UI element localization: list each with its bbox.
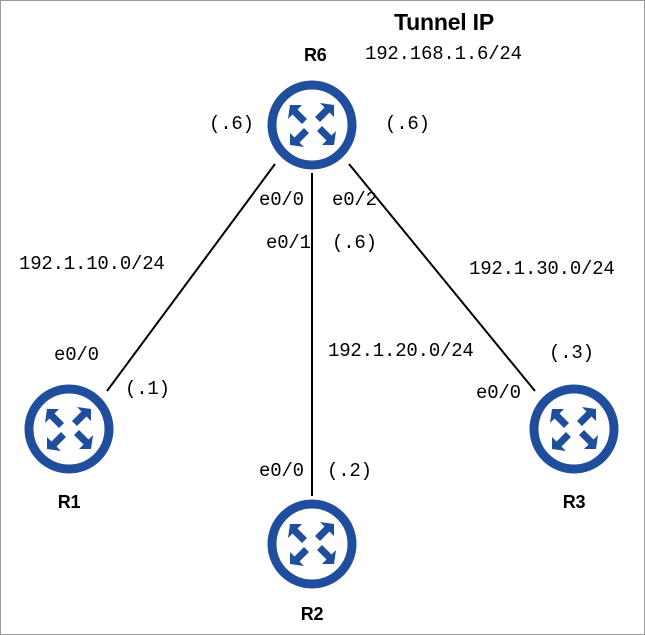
router-label-r3: R3 bbox=[562, 492, 586, 512]
router-node-r1[interactable] bbox=[21, 381, 117, 477]
link-r6-r1 bbox=[106, 163, 276, 392]
r6-interface-left-label: e0/0 bbox=[259, 189, 304, 211]
r3-interface-label: e0/0 bbox=[476, 382, 521, 404]
tunnel-ip-value: 192.168.1.6/24 bbox=[365, 43, 522, 65]
r6-host-mid-label: (.6) bbox=[332, 232, 377, 254]
router-node-r2[interactable] bbox=[264, 496, 360, 592]
link-r6-r3 bbox=[348, 163, 536, 392]
router-label-r2: R2 bbox=[300, 604, 324, 624]
network-label-mid: 192.1.20.0/24 bbox=[328, 340, 474, 362]
network-label-left: 192.1.10.0/24 bbox=[19, 253, 165, 275]
r2-host-label: (.2) bbox=[327, 460, 372, 482]
r6-host-right-label: (.6) bbox=[385, 113, 430, 135]
router-icon bbox=[267, 80, 357, 170]
r3-host-label: (.3) bbox=[549, 342, 594, 364]
router-label-r6: R6 bbox=[304, 45, 327, 65]
r1-host-label: (.1) bbox=[125, 378, 170, 400]
router-node-r3[interactable] bbox=[526, 381, 622, 477]
router-icon bbox=[529, 384, 619, 474]
router-node-r6[interactable] bbox=[264, 77, 360, 173]
r6-interface-mid-label: e0/1 bbox=[266, 232, 311, 254]
diagram-title: Tunnel IP bbox=[394, 9, 494, 35]
network-label-right: 192.1.30.0/24 bbox=[469, 258, 615, 280]
r6-host-left-label: (.6) bbox=[209, 113, 254, 135]
r6-interface-right-label: e0/2 bbox=[332, 189, 377, 211]
router-icon bbox=[24, 384, 114, 474]
r2-interface-label: e0/0 bbox=[259, 460, 304, 482]
router-label-r1: R1 bbox=[57, 492, 81, 512]
router-icon bbox=[267, 499, 357, 589]
r1-interface-label: e0/0 bbox=[54, 344, 99, 366]
